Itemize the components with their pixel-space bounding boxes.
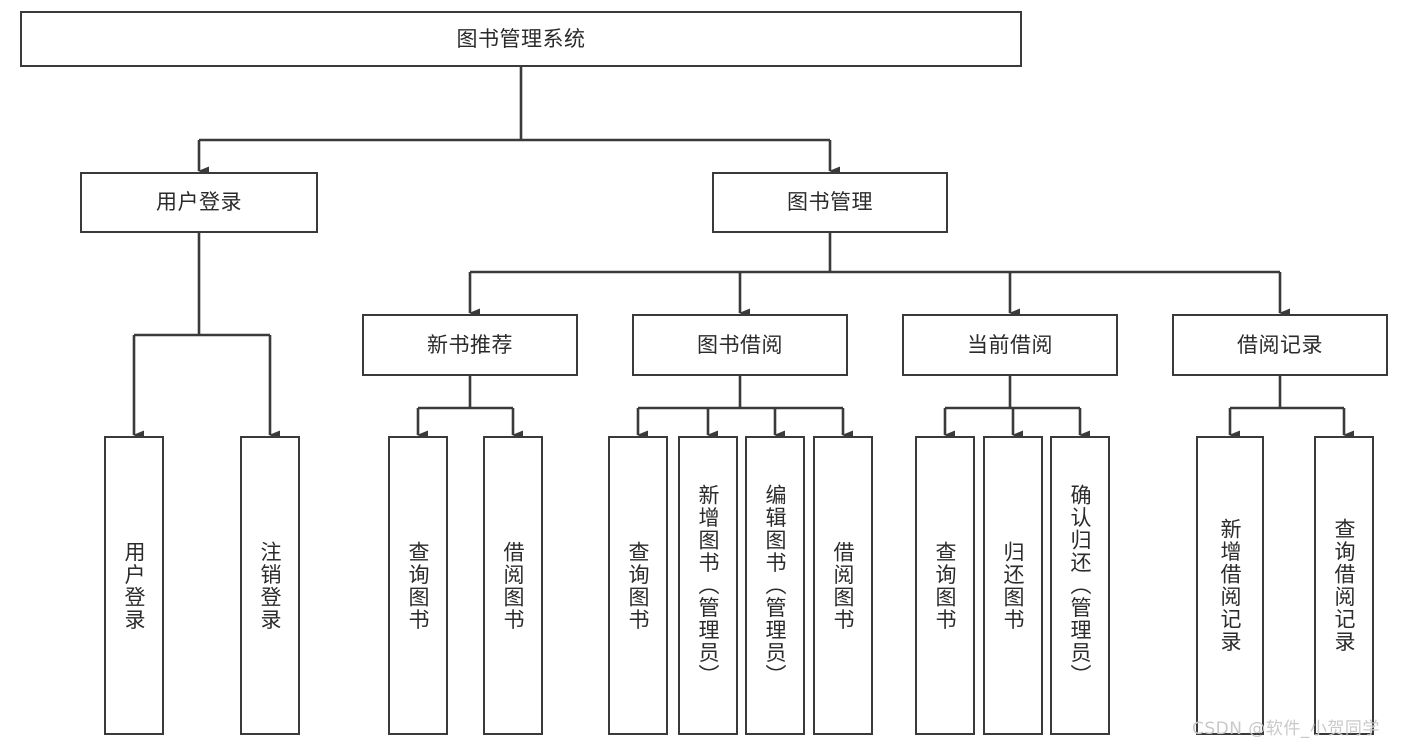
node-label-leaf-add-book: 新增图书（管理员） — [696, 484, 721, 687]
node-leaf-borrow-book-1[interactable]: 借阅图书 — [483, 436, 543, 735]
node-leaf-logout[interactable]: 注销登录 — [240, 436, 300, 735]
node-leaf-query-book-3[interactable]: 查询图书 — [915, 436, 975, 735]
node-label-leaf-edit-book: 编辑图书（管理员） — [763, 484, 788, 687]
node-label-user-login: 用户登录 — [156, 190, 242, 215]
node-label-new-book-rec: 新书推荐 — [427, 332, 513, 357]
node-borrow-record[interactable]: 借阅记录 — [1172, 314, 1388, 376]
node-leaf-add-book[interactable]: 新增图书（管理员） — [678, 436, 738, 735]
node-label-leaf-borrow-book-2: 借阅图书 — [831, 540, 856, 631]
node-leaf-query-book-2[interactable]: 查询图书 — [608, 436, 668, 735]
node-label-leaf-user-login: 用户登录 — [122, 540, 147, 631]
node-leaf-user-login[interactable]: 用户登录 — [104, 436, 164, 735]
node-label-current-borrow: 当前借阅 — [967, 332, 1053, 357]
node-label-leaf-query-book-3: 查询图书 — [933, 540, 958, 631]
node-user-login[interactable]: 用户登录 — [80, 172, 318, 233]
node-label-leaf-add-record: 新增借阅记录 — [1218, 518, 1243, 653]
node-book-manage[interactable]: 图书管理 — [712, 172, 948, 233]
node-label-leaf-query-record: 查询借阅记录 — [1332, 518, 1357, 653]
node-book-borrow[interactable]: 图书借阅 — [632, 314, 848, 376]
node-leaf-borrow-book-2[interactable]: 借阅图书 — [813, 436, 873, 735]
node-root[interactable]: 图书管理系统 — [20, 11, 1022, 67]
node-leaf-query-record[interactable]: 查询借阅记录 — [1314, 436, 1374, 735]
node-leaf-return-book[interactable]: 归还图书 — [983, 436, 1043, 735]
node-label-root: 图书管理系统 — [456, 26, 586, 51]
node-label-leaf-return-book: 归还图书 — [1001, 540, 1026, 631]
node-new-book-rec[interactable]: 新书推荐 — [362, 314, 578, 376]
node-label-leaf-logout: 注销登录 — [258, 540, 283, 631]
node-leaf-edit-book[interactable]: 编辑图书（管理员） — [745, 436, 805, 735]
node-label-borrow-record: 借阅记录 — [1237, 332, 1323, 357]
node-label-book-borrow: 图书借阅 — [697, 332, 783, 357]
node-leaf-confirm-return[interactable]: 确认归还（管理员） — [1050, 436, 1110, 735]
node-leaf-query-book-1[interactable]: 查询图书 — [388, 436, 448, 735]
node-current-borrow[interactable]: 当前借阅 — [902, 314, 1118, 376]
node-label-leaf-query-book-1: 查询图书 — [406, 540, 431, 631]
node-label-book-manage: 图书管理 — [787, 190, 873, 215]
node-label-leaf-query-book-2: 查询图书 — [626, 540, 651, 631]
node-leaf-add-record[interactable]: 新增借阅记录 — [1196, 436, 1264, 735]
node-label-leaf-confirm-return: 确认归还（管理员） — [1068, 484, 1093, 687]
node-label-leaf-borrow-book-1: 借阅图书 — [501, 540, 526, 631]
